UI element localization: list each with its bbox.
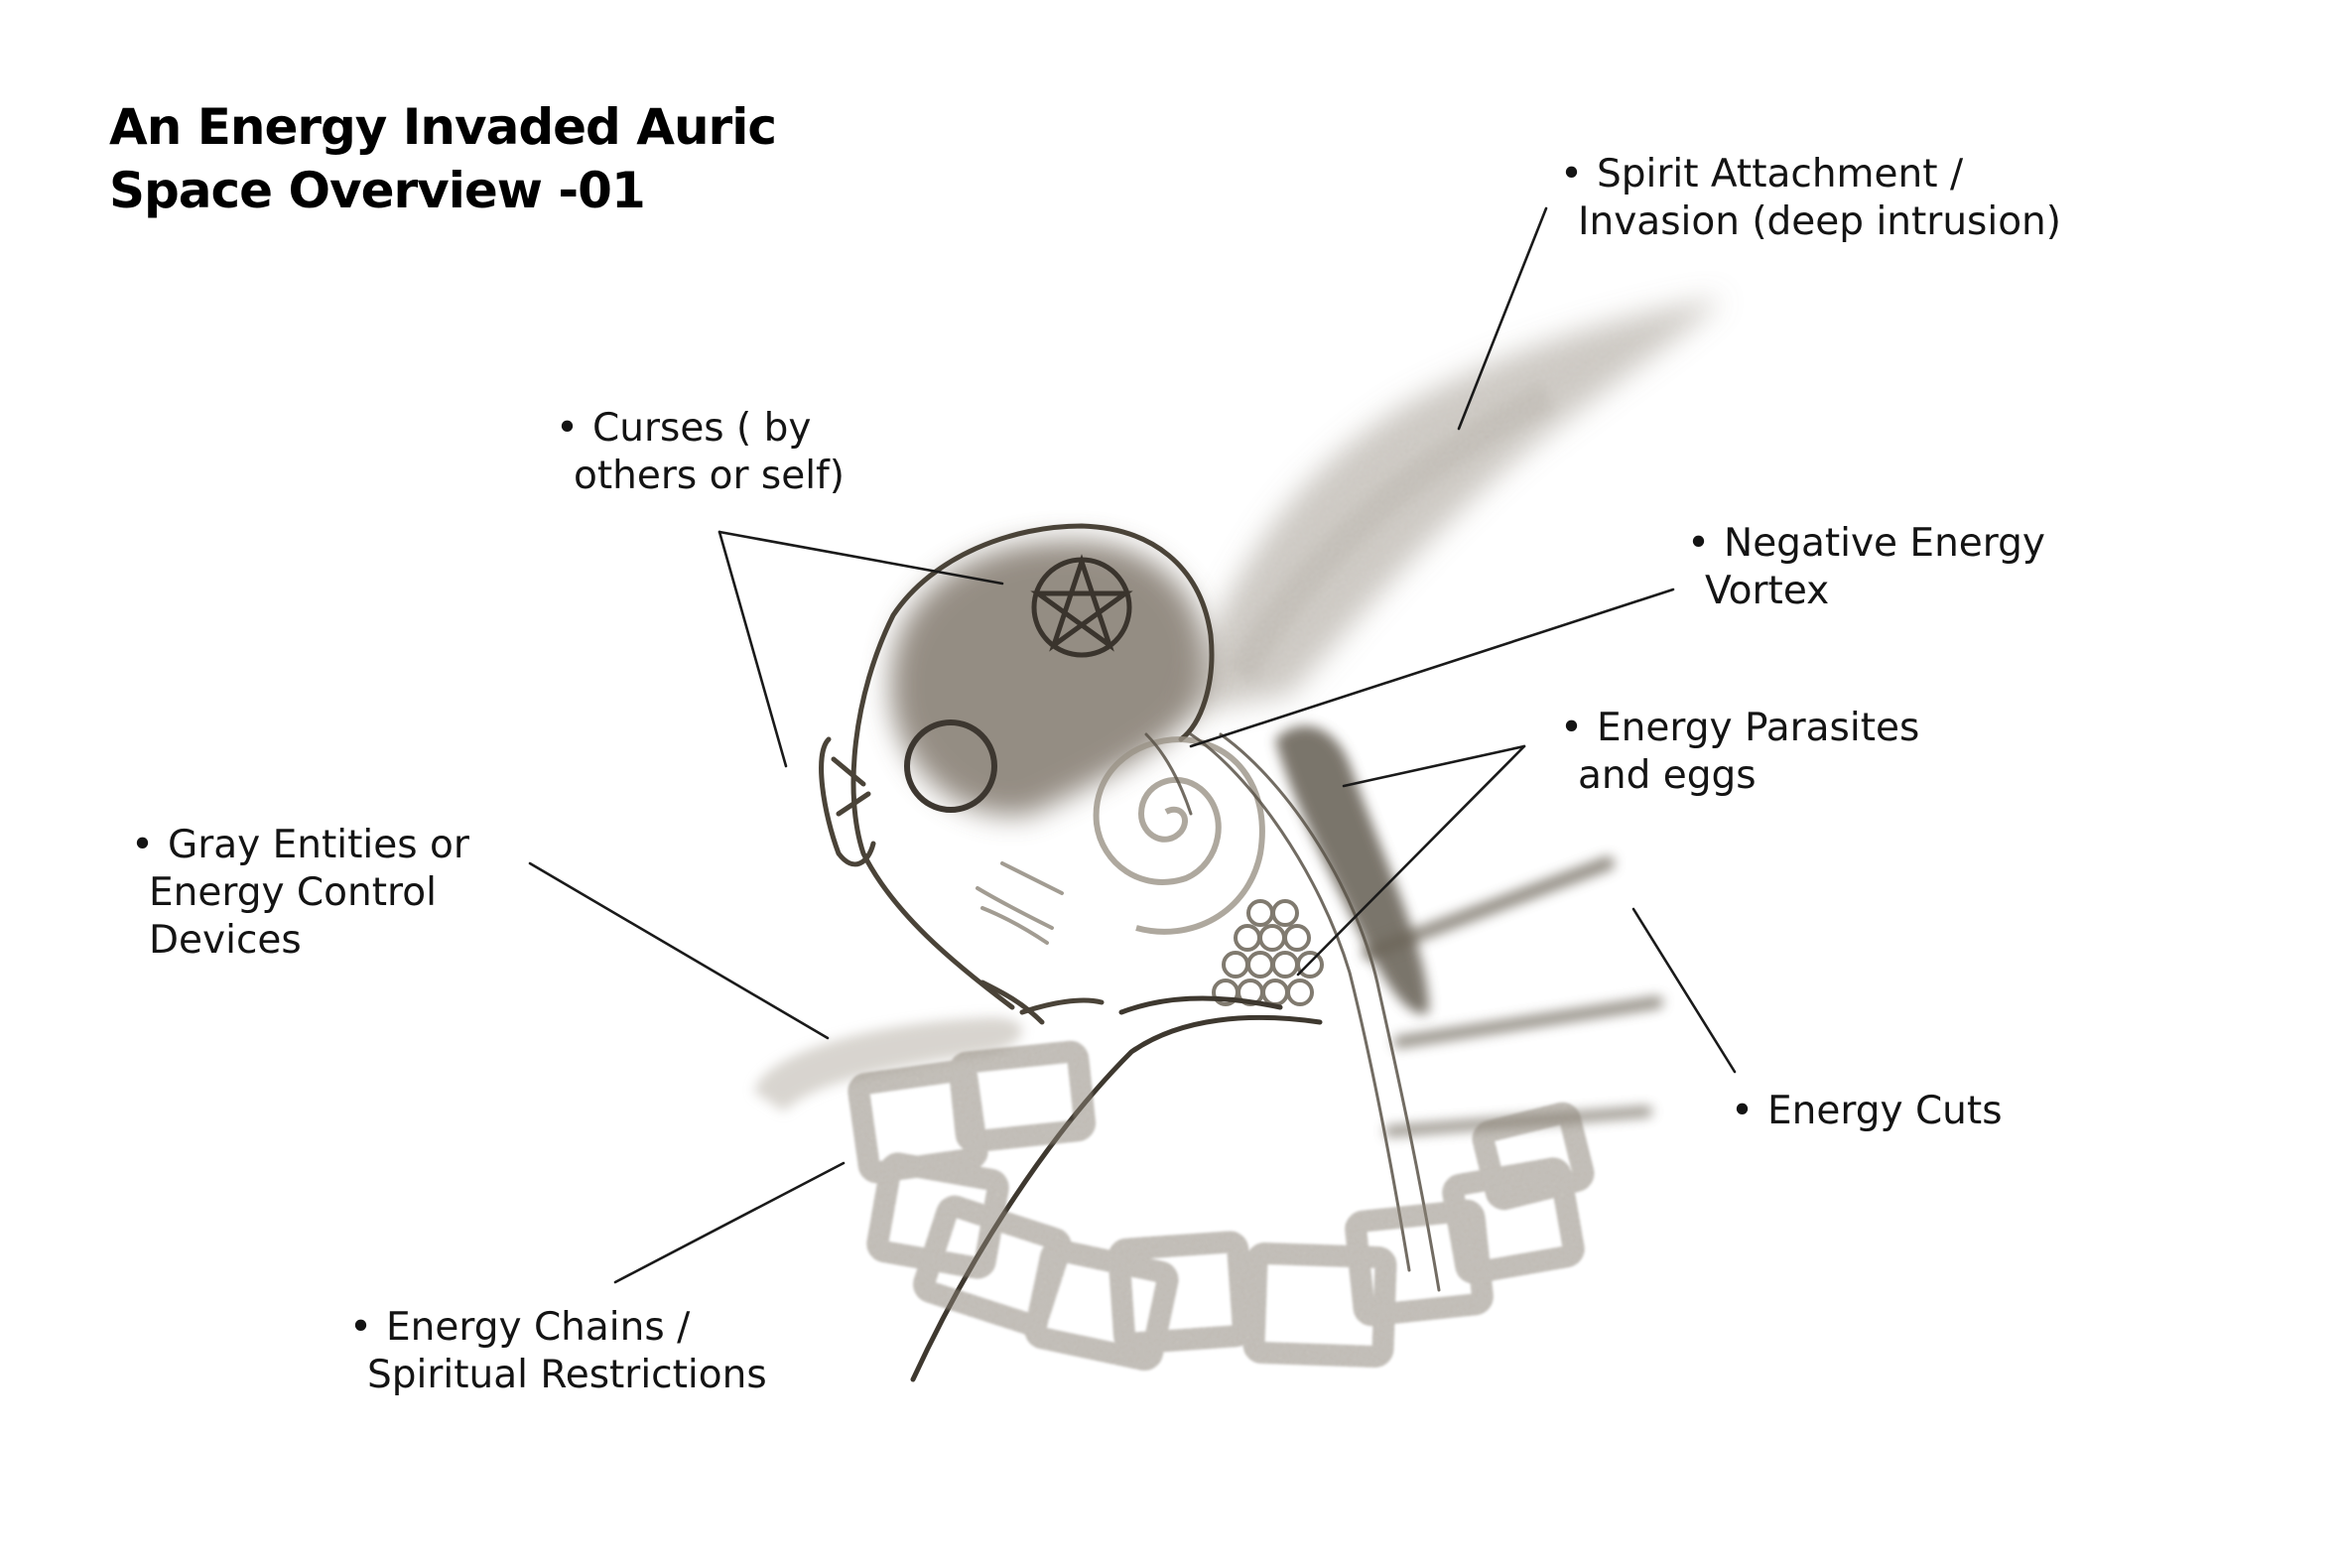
vortex-spiral — [1093, 735, 1265, 935]
label-gray-entities-line2: Energy Control — [149, 870, 437, 915]
spirit-attachment-smudge — [1181, 298, 1722, 715]
parasite-eggs — [1212, 899, 1324, 1006]
label-spirit-attachment: • Spirit Attachment / Invasion (deep intr… — [1560, 151, 2061, 246]
gray-entity-smudge — [754, 1017, 1022, 1111]
face-strokes — [976, 861, 1064, 945]
label-gray-entities: • Gray Entities or Energy Control Devices — [131, 822, 469, 965]
leader-gray-entities — [528, 861, 830, 1040]
pentagram-curse — [1030, 554, 1133, 658]
bullet: • — [349, 1305, 373, 1350]
eye-circle — [904, 719, 997, 813]
body-outline — [910, 995, 1323, 1382]
diagram-title: An Energy Invaded Auric Space Overview -… — [109, 95, 777, 222]
label-energy-chains-line1: Energy Chains / — [386, 1305, 691, 1350]
label-energy-parasites: • Energy Parasites and eggs — [1560, 705, 1919, 800]
spine-lines — [1144, 732, 1441, 1292]
bullet: • — [556, 406, 580, 451]
leader-energy-chains — [613, 1161, 846, 1284]
label-energy-parasites-line2: and eggs — [1578, 753, 1757, 798]
label-spirit-attachment-line2: Invasion (deep intrusion) — [1578, 199, 2061, 244]
leader-negative-vortex — [1189, 588, 1675, 748]
leader-curses-b — [717, 530, 788, 768]
bullet: • — [1560, 706, 1584, 750]
bullet: • — [1687, 521, 1711, 566]
label-curses: • Curses ( by others or self) — [556, 405, 845, 500]
bullet: • — [131, 823, 155, 867]
diagram-title-line2: Space Overview -01 — [109, 162, 646, 219]
leader-parasites-a — [1342, 744, 1526, 788]
label-gray-entities-line1: Gray Entities or — [168, 823, 469, 867]
label-spirit-attachment-line1: Spirit Attachment / — [1597, 152, 1964, 196]
label-energy-chains-line2: Spiritual Restrictions — [367, 1353, 767, 1397]
leader-curses-a — [717, 530, 1004, 586]
leader-spirit-attachment — [1457, 206, 1548, 431]
bullet: • — [1731, 1089, 1755, 1133]
label-curses-line2: others or self) — [574, 454, 845, 498]
label-energy-cuts-line1: Energy Cuts — [1767, 1089, 2003, 1133]
label-energy-chains: • Energy Chains / Spiritual Restrictions — [349, 1304, 767, 1399]
label-curses-line1: Curses ( by — [592, 406, 812, 451]
diagram-title-line1: An Energy Invaded Auric — [109, 98, 777, 156]
label-negative-vortex-line1: Negative Energy — [1724, 521, 2045, 566]
label-gray-entities-line3: Devices — [149, 918, 302, 963]
head-smudge — [890, 540, 1207, 816]
label-energy-parasites-line1: Energy Parasites — [1597, 706, 1920, 750]
label-negative-vortex-line2: Vortex — [1705, 569, 1830, 613]
head-outline — [819, 523, 1215, 1025]
leader-energy-cuts — [1631, 907, 1737, 1074]
label-energy-cuts: • Energy Cuts — [1731, 1088, 2003, 1135]
bullet: • — [1560, 152, 1584, 196]
leader-lines — [528, 206, 1737, 1284]
energy-chains — [847, 1040, 1595, 1372]
label-negative-vortex: • Negative Energy Vortex — [1687, 520, 2045, 615]
leader-parasites-b — [1296, 744, 1526, 977]
